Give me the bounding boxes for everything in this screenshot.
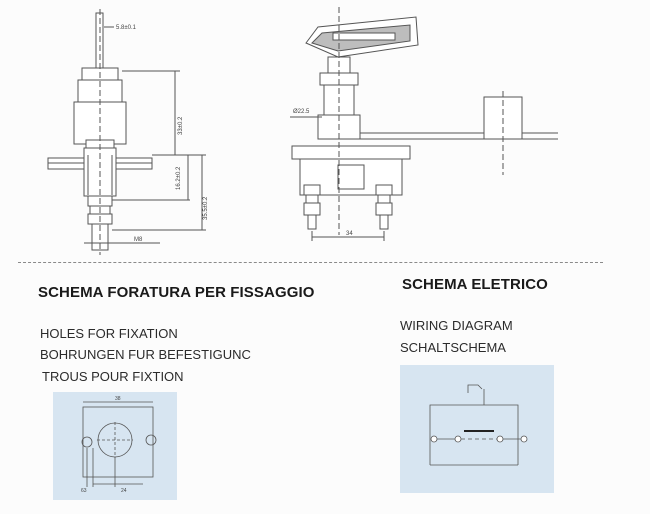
- fixation-line-3: TROUS POUR FIXTION: [42, 369, 184, 384]
- dim-height-2-label: 16.2±0.2: [176, 166, 182, 190]
- section-divider: [18, 262, 603, 263]
- fixation-diagram-panel: 38 63 24: [53, 392, 177, 500]
- side-view-drawing: 5.8±0.1 33±0.2 16.2±0.2 35.5±0.2 M8: [47, 9, 209, 255]
- wiring-line-2: SCHALTSCHEMA: [400, 340, 506, 355]
- wiring-title: SCHEMA ELETRICO: [402, 276, 548, 293]
- dim-height-1-label: 33±0.2: [178, 116, 184, 135]
- wiring-diagram: [429, 384, 528, 466]
- dim-top-label: 5.8±0.1: [116, 25, 137, 31]
- wiring-line-1: WIRING DIAGRAM: [400, 318, 513, 333]
- fixation-title: SCHEMA FORATURA PER FISSAGGIO: [38, 284, 315, 301]
- dim-height-3-label: 35.5±0.2: [203, 196, 209, 220]
- fixation-width-label: 38: [115, 396, 121, 402]
- fixation-offset-label: 63: [81, 488, 87, 494]
- fixation-diagram: 38 63 24: [81, 396, 157, 494]
- diameter-label: Ø22.5: [293, 109, 310, 115]
- fixation-line-2: BOHRUNGEN FUR BEFESTIGUNC: [40, 347, 251, 362]
- fixation-spacing-label: 24: [121, 488, 127, 494]
- fixation-line-1: HOLES FOR FIXATION: [40, 326, 178, 341]
- terminal-spacing-label: 34: [346, 231, 353, 237]
- thread-label: M8: [134, 237, 143, 243]
- wiring-diagram-panel: [400, 365, 554, 493]
- front-view-drawing: Ø22.5 34: [290, 7, 558, 241]
